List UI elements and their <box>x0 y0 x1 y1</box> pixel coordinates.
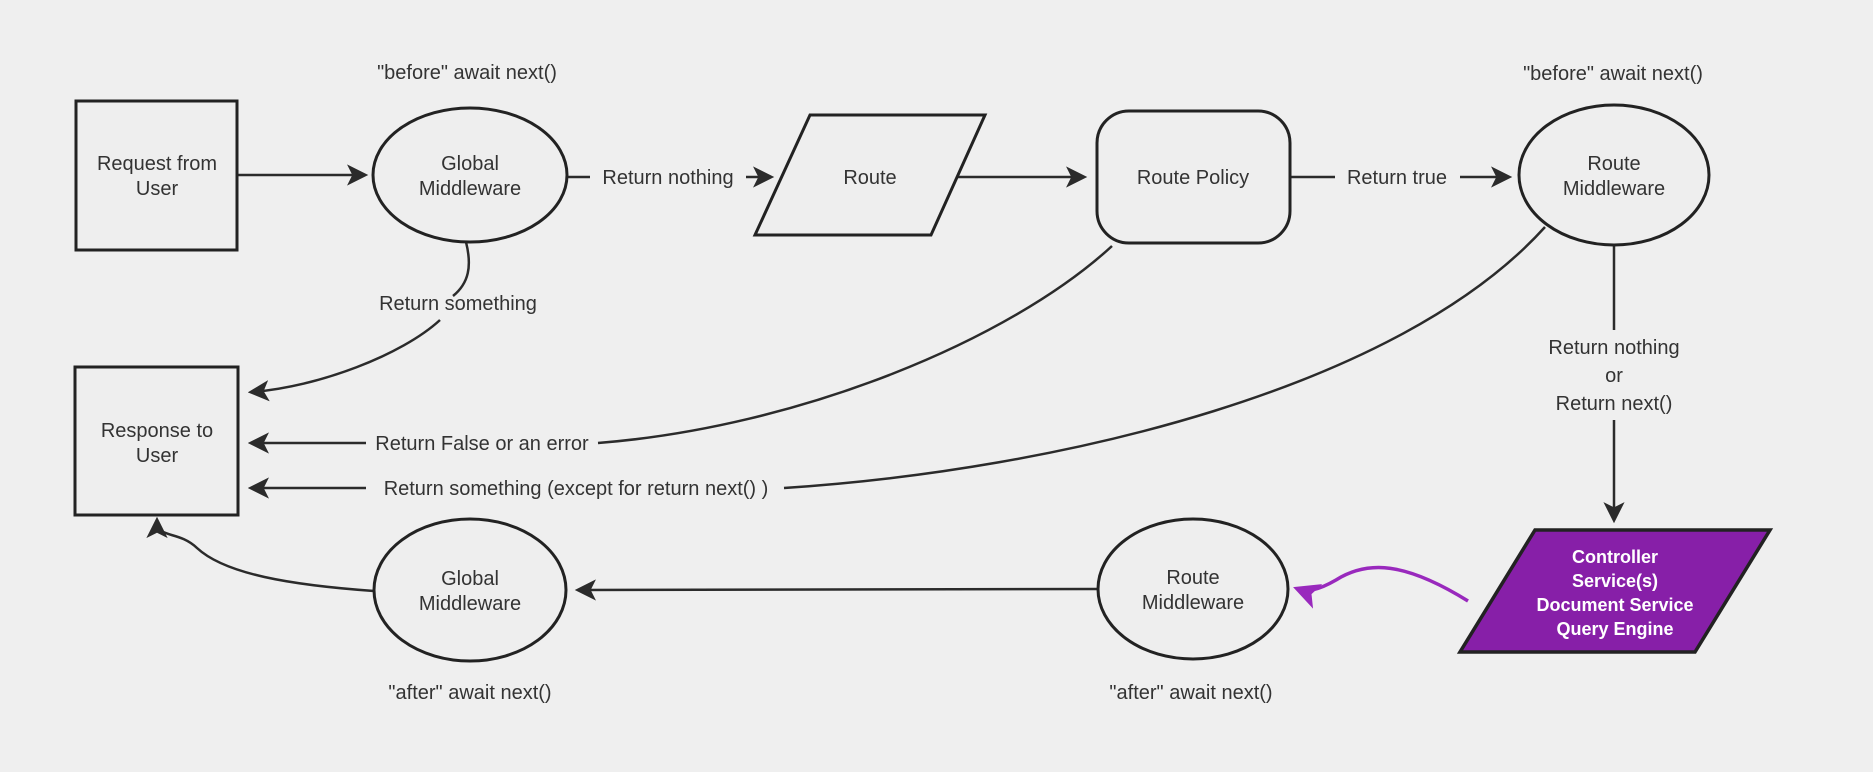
edge-labels: "before" await next() "before" await nex… <box>375 62 1703 704</box>
node-route-middleware-top: Route Middleware <box>1517 103 1711 247</box>
edge-route-middleware-bottom-to-global-bottom <box>574 579 1099 601</box>
edge-label-return-nothing: Return nothing <box>602 167 733 189</box>
node-route-middleware-top-label-line1: Route <box>1587 153 1640 175</box>
node-route-middleware-top-label-line2: Middleware <box>1563 178 1665 200</box>
node-request-from-user-label-line2: User <box>136 178 179 200</box>
nodes: Request from User Global Middleware Rout… <box>73 99 1774 663</box>
edge-return-something-seg1 <box>452 241 470 297</box>
node-global-middleware-top-shape <box>371 106 569 244</box>
node-global-middleware-bottom-shape <box>372 517 568 663</box>
node-route-middleware-top-shape <box>1517 103 1711 247</box>
edge-label-return-nothing-or-next-line3: Return next() <box>1556 393 1673 415</box>
node-route-shape <box>752 113 988 237</box>
edge-return-something-except-seg1 <box>783 226 1546 490</box>
node-route-policy-shape <box>1095 109 1292 245</box>
node-route: Route <box>752 113 988 237</box>
edge-controller-to-route-middleware-bottom <box>1293 565 1469 609</box>
node-global-middleware-bottom-label-line1: Global <box>441 568 499 590</box>
edge-label-after-bottom-left: "after" await next() <box>388 682 551 704</box>
edge-label-after-bottom-right: "after" await next() <box>1109 682 1272 704</box>
node-request-from-user-shape <box>74 99 239 252</box>
node-global-middleware-top: Global Middleware <box>371 106 569 244</box>
node-response-to-user-shape <box>73 365 240 517</box>
edges <box>146 164 1625 609</box>
node-route-middleware-bottom-label-line1: Route <box>1166 567 1219 589</box>
edge-label-return-nothing-or-next-line1: Return nothing <box>1548 337 1679 359</box>
edge-return-something-seg2 <box>247 319 441 402</box>
node-route-middleware-bottom-label-line2: Middleware <box>1142 592 1244 614</box>
node-route-label: Route <box>843 167 896 189</box>
node-request-from-user-label-line1: Request from <box>97 153 217 175</box>
edge-global-bottom-to-response <box>146 516 375 593</box>
node-controller-stack: Controller Service(s) Document Service Q… <box>1456 528 1774 654</box>
node-response-to-user: Response to User <box>73 365 240 517</box>
node-request-from-user: Request from User <box>74 99 239 252</box>
node-response-to-user-label-line2: User <box>136 445 179 467</box>
node-controller-stack-label-line4: Query Engine <box>1556 619 1673 639</box>
edge-label-return-something-except: Return something (except for return next… <box>384 478 769 500</box>
node-global-middleware-top-label-line1: Global <box>441 153 499 175</box>
edge-label-return-nothing-or-next-line2: or <box>1605 365 1623 387</box>
node-route-middleware-bottom: Route Middleware <box>1096 517 1290 661</box>
node-controller-stack-label-line3: Document Service <box>1536 595 1693 615</box>
edge-label-before-top-left: "before" await next() <box>377 62 557 84</box>
node-global-middleware-top-label-line2: Middleware <box>419 178 521 200</box>
edge-label-before-top-right: "before" await next() <box>1523 63 1703 85</box>
node-route-middleware-bottom-shape <box>1096 517 1290 661</box>
edge-return-false-seg1 <box>597 245 1113 445</box>
node-controller-stack-label-line1: Controller <box>1572 547 1658 567</box>
node-route-policy: Route Policy <box>1095 109 1292 245</box>
edge-label-return-something: Return something <box>379 293 537 315</box>
node-global-middleware-bottom-label-line2: Middleware <box>419 593 521 615</box>
node-route-policy-label: Route Policy <box>1137 167 1249 189</box>
node-controller-stack-label-line2: Service(s) <box>1572 571 1658 591</box>
edge-label-return-true: Return true <box>1347 167 1447 189</box>
node-controller-stack-shape <box>1456 528 1774 654</box>
node-response-to-user-label-line1: Response to <box>101 420 213 442</box>
node-global-middleware-bottom: Global Middleware <box>372 517 568 663</box>
edge-label-return-false-or-error: Return False or an error <box>375 433 589 455</box>
